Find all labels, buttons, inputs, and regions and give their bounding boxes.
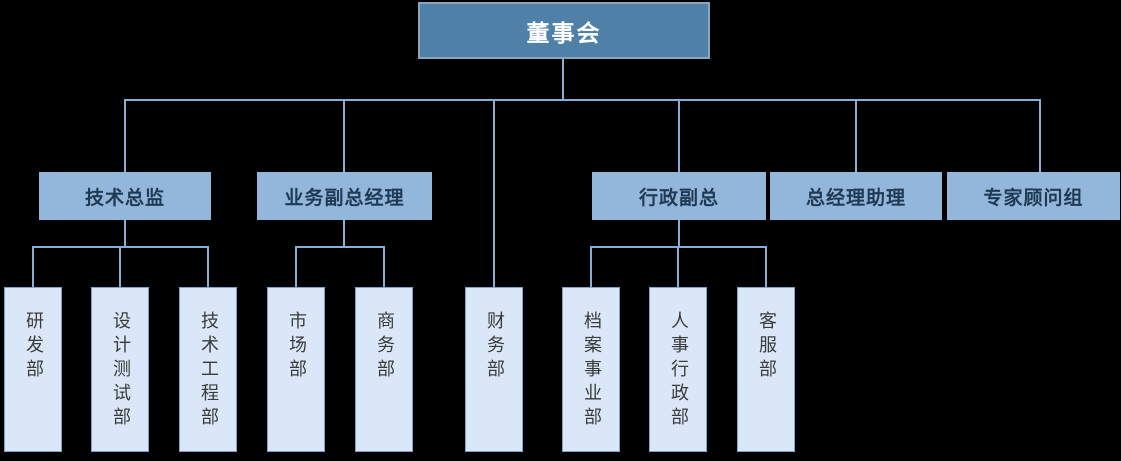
connector-admin-stem — [678, 220, 680, 247]
node-rd-dept: 研发部 — [4, 287, 62, 452]
node-hr-admin-dept-label: 人事行政部 — [668, 311, 689, 431]
connector-business-horizontal — [295, 246, 385, 248]
node-commerce-dept-label: 商务部 — [374, 311, 395, 383]
node-marketing-dept: 市场部 — [267, 287, 325, 452]
connector-admin-drop-3 — [765, 247, 767, 287]
node-commerce-dept: 商务部 — [355, 287, 413, 452]
node-archives-dept: 档案事业部 — [562, 287, 620, 452]
node-admin-deputy-gm-label: 行政副总 — [638, 186, 719, 209]
connector-root-stem — [562, 59, 564, 100]
connector-drop-gm-assistant — [855, 100, 857, 172]
connector-admin-drop-2 — [677, 247, 679, 287]
node-archives-dept-label: 档案事业部 — [581, 311, 602, 431]
connector-admin-drop-1 — [590, 247, 592, 287]
node-board: 董事会 — [418, 2, 710, 59]
connector-tech-drop-3 — [207, 247, 209, 287]
connector-main-horizontal — [124, 99, 1041, 101]
node-hr-admin-dept: 人事行政部 — [649, 287, 707, 452]
connector-business-stem — [343, 220, 345, 247]
node-customer-service-dept: 客服部 — [737, 287, 795, 452]
node-tech-director: 技术总监 — [39, 172, 211, 220]
node-expert-advisors-label: 专家顾问组 — [983, 186, 1084, 209]
node-expert-advisors: 专家顾问组 — [947, 172, 1120, 220]
node-business-deputy-gm: 业务副总经理 — [257, 172, 432, 220]
connector-business-drop-2 — [383, 247, 385, 287]
node-tech-engineering-dept: 技术工程部 — [179, 287, 237, 452]
connector-drop-admin — [678, 100, 680, 172]
connector-drop-finance — [493, 100, 495, 288]
node-rd-dept-label: 研发部 — [23, 311, 44, 383]
connector-drop-expert — [1039, 100, 1041, 172]
node-admin-deputy-gm: 行政副总 — [592, 172, 766, 220]
node-design-testing-dept: 设计测试部 — [91, 287, 149, 452]
node-gm-assistant: 总经理助理 — [770, 172, 942, 220]
node-gm-assistant-label: 总经理助理 — [805, 186, 906, 209]
connector-tech-drop-1 — [32, 247, 34, 287]
node-business-deputy-gm-label: 业务副总经理 — [284, 186, 405, 209]
connector-drop-business — [343, 100, 345, 172]
node-finance-dept: 财务部 — [465, 287, 523, 452]
node-marketing-dept-label: 市场部 — [286, 311, 307, 383]
connector-tech-drop-2 — [119, 247, 121, 287]
node-tech-director-label: 技术总监 — [84, 186, 165, 209]
connector-business-drop-1 — [295, 247, 297, 287]
connector-drop-tech — [124, 100, 126, 172]
connector-tech-stem — [124, 220, 126, 247]
node-tech-engineering-dept-label: 技术工程部 — [198, 311, 219, 431]
node-design-testing-dept-label: 设计测试部 — [110, 311, 131, 431]
node-board-label: 董事会 — [526, 20, 602, 47]
node-customer-service-dept-label: 客服部 — [756, 311, 777, 383]
node-finance-dept-label: 财务部 — [484, 311, 505, 383]
